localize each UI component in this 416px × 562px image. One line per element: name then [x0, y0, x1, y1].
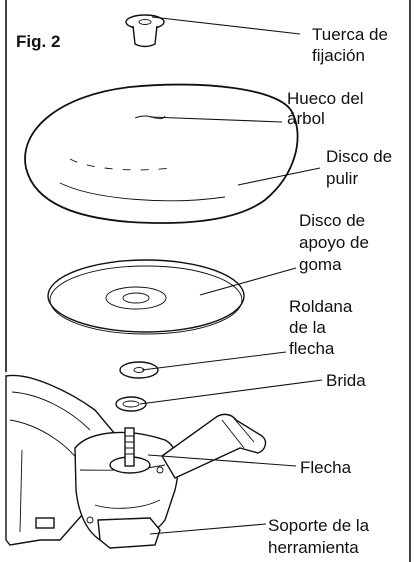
label-flange: Brida [326, 371, 366, 390]
label-tool-support-line1: Soporte de la [268, 516, 370, 535]
label-arbor-hole-line2: árbol [287, 109, 325, 128]
figure-frame [5, 0, 411, 562]
flange-part [115, 396, 147, 412]
label-locking-nut-line2: fijación [312, 46, 365, 65]
label-locking-nut-line1: Tuerca de [312, 25, 388, 44]
spindle-washer-part [119, 361, 159, 379]
backing-pad-part [47, 259, 245, 335]
leader-lines [139, 16, 323, 535]
label-backing-pad-line3: goma [299, 255, 342, 274]
label-spindle-washer-line1: Roldana [289, 297, 353, 316]
label-spindle-washer-line2: de la [289, 318, 326, 337]
label-spindle: Flecha [300, 458, 352, 477]
label-backing-pad-line2: apoyo de [299, 233, 369, 252]
figure-title: Fig. 2 [16, 32, 60, 51]
label-arbor-hole-line1: Hueco del [287, 89, 364, 108]
polishing-pad-part [24, 83, 299, 224]
label-polishing-pad-line1: Disco de [326, 147, 392, 166]
label-polishing-pad-line2: pulir [326, 169, 358, 188]
label-backing-pad-line1: Disco de [299, 211, 365, 230]
label-tool-support-line2: herramienta [268, 538, 359, 557]
locking-nut-part [125, 14, 165, 48]
label-spindle-washer-line3: flecha [289, 339, 335, 358]
grinder-tool [5, 374, 267, 549]
